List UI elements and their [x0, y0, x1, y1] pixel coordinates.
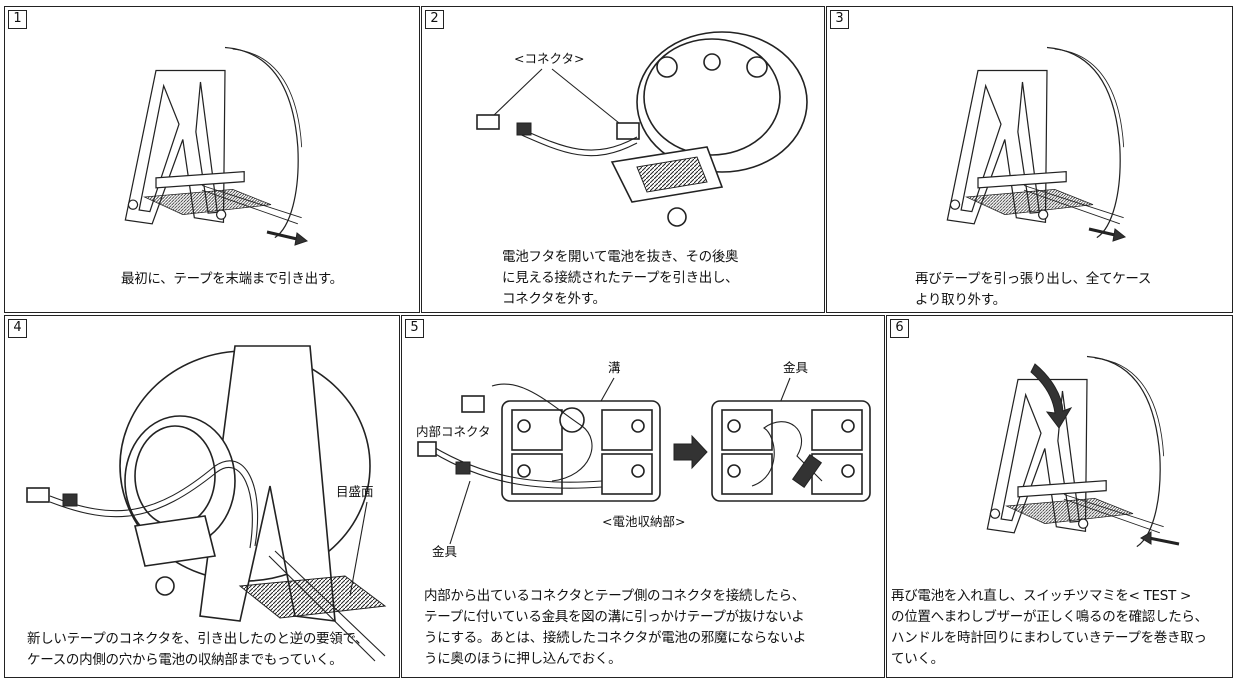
pull-arrow-icon [266, 230, 298, 241]
step-number: 4 [8, 319, 27, 338]
step-caption: 再びテープを引っ張り出し、全てケース より取り外す。 [915, 271, 1152, 308]
step-panel-5: 5 溝 金具 内部コネクタ 金具 <電池収納部> [401, 315, 885, 678]
step-panel-6: 6 再び電池を入れ直し、スイッチツマミを< TEST > の位置へまわしブザーが… [886, 315, 1233, 678]
connector-wiring-illustration: 溝 金具 内部コネクタ 金具 <電池収納部> [416, 360, 871, 559]
pull-arrow-icon [1088, 227, 1116, 237]
step-number: 5 [405, 319, 424, 338]
scale-face-label: 目盛面 [336, 484, 374, 499]
right-arrow-icon [673, 434, 708, 470]
reel-tape-removed-illustration [946, 46, 1127, 242]
internal-connector-label: 内部コネクタ [416, 424, 491, 439]
step-panel-2: 2 <コネクタ> 電池フタを開いて電池を抜き、その後奥 に見える接続されたテープ… [421, 6, 825, 313]
step-panel-1: 1 最初に、テープを末端まで引き出す。 [4, 6, 420, 313]
reel-tape-extended-illustration [124, 46, 309, 246]
rotate-arrow-icon [1030, 363, 1073, 429]
step-number: 2 [425, 10, 444, 29]
connector-label: <コネクタ> [514, 51, 584, 66]
metal-fitting-top-label: 金具 [783, 360, 809, 375]
step-caption: 最初に、テープを末端まで引き出す。 [121, 271, 343, 287]
step-panel-4: 4 目盛面 新しいテープのコネクタを、引き出したのと逆の要領で、 ケースの内側の… [4, 315, 400, 678]
step-caption: 電池フタを開いて電池を抜き、その後奥 に見える接続されたテープを引き出し、 コネ… [502, 249, 739, 307]
metal-fitting-bottom-label: 金具 [432, 544, 458, 559]
step-caption: 新しいテープのコネクタを、引き出したのと逆の要領で、 ケースの内側の穴から電池の… [27, 631, 369, 668]
step-caption: 再び電池を入れ直し、スイッチツマミを< TEST > の位置へまわしブザーが正し… [891, 588, 1208, 667]
tape-rewind-illustration [986, 355, 1180, 548]
battery-compartment-open-illustration: <コネクタ> [476, 31, 808, 227]
battery-compartment-label: <電池収納部> [602, 514, 685, 529]
groove-label: 溝 [608, 360, 621, 375]
step-number: 1 [8, 10, 27, 29]
insert-arrow-icon [1148, 536, 1180, 546]
step-caption: 内部から出ているコネクタとテープ側のコネクタを接続したら、 テープに付いている金… [424, 588, 807, 667]
step-panel-3: 3 再びテープを引っ張り出し、全てケース より取り外す。 [826, 6, 1233, 313]
step-number: 3 [830, 10, 849, 29]
tape-routing-illustration: 目盛面 [26, 345, 387, 662]
step-number: 6 [890, 319, 909, 338]
